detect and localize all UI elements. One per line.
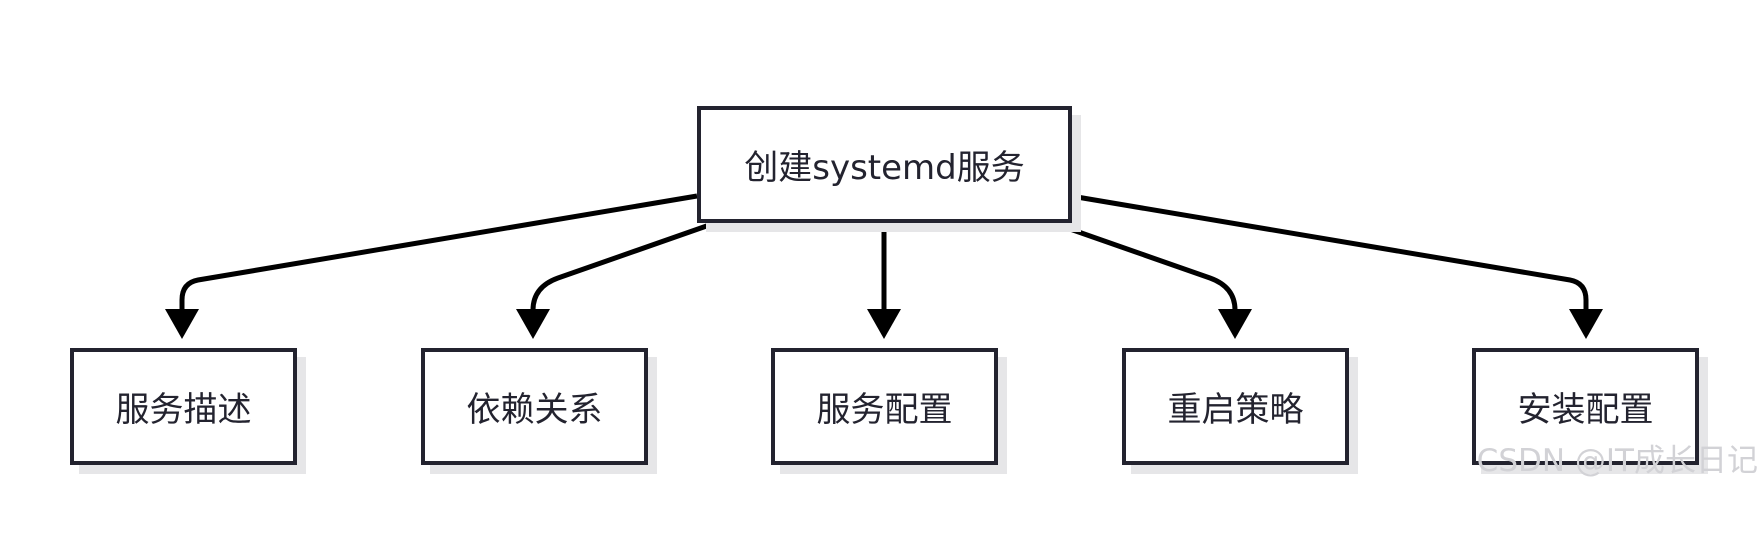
child-node-restart-policy: 重启策略 xyxy=(1122,348,1349,465)
arrowhead-5 xyxy=(1569,309,1603,339)
root-node-label: 创建systemd服务 xyxy=(744,148,1025,188)
edge-root-to-child-1 xyxy=(179,193,698,311)
edge-root-to-child-5 xyxy=(1070,193,1589,311)
child-node-dependencies: 依赖关系 xyxy=(421,348,648,465)
child-node-install-config: 安装配置 xyxy=(1472,348,1699,465)
watermark: CSDN @IT成长日记 xyxy=(1476,443,1758,479)
child-node-service-description: 服务描述 xyxy=(70,348,297,465)
child-node-service-config: 服务配置 xyxy=(771,348,998,465)
arrowhead-2 xyxy=(516,309,550,339)
child-node-label: 服务配置 xyxy=(816,390,953,430)
child-node-label: 依赖关系 xyxy=(466,390,603,430)
edge-root-to-child-4 xyxy=(1049,219,1238,313)
child-node-label: 安装配置 xyxy=(1517,390,1654,430)
arrowhead-1 xyxy=(165,309,199,339)
child-node-label: 重启策略 xyxy=(1167,390,1304,430)
child-node-label: 服务描述 xyxy=(115,390,252,430)
root-node: 创建systemd服务 xyxy=(697,106,1072,223)
edge-root-to-child-2 xyxy=(530,219,719,313)
arrowhead-3 xyxy=(867,309,901,339)
arrowhead-4 xyxy=(1218,309,1252,339)
